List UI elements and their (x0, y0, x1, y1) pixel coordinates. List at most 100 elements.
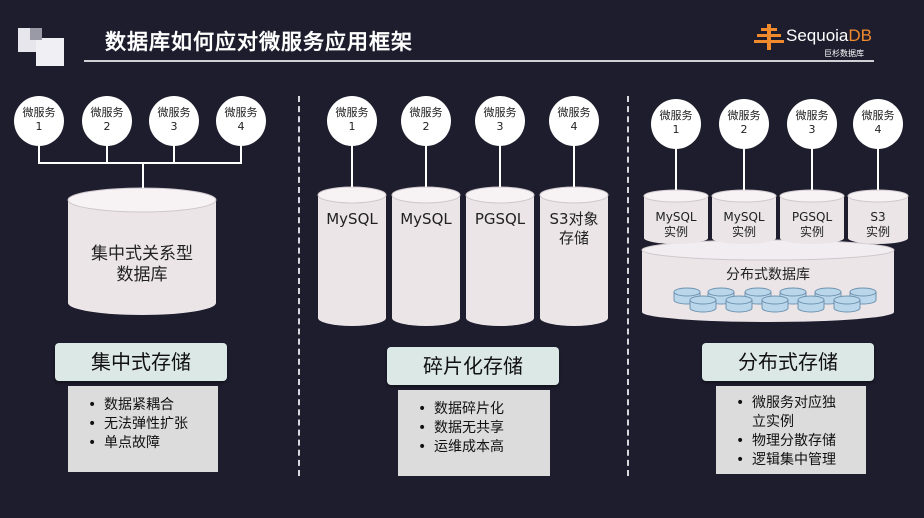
connector (38, 162, 242, 164)
central-db-label: 集中式关系型 数据库 (68, 244, 216, 286)
node-label: 微服务 (483, 106, 517, 119)
instance-label-line2: 实例 (663, 225, 688, 239)
central-db-line2: 数据库 (116, 265, 168, 285)
connector (173, 145, 175, 163)
points-box: 数据碎片化 数据无共享 运维成本高 (398, 390, 550, 476)
sequoia-tree-icon (754, 24, 784, 50)
node-number: 3 (808, 123, 816, 136)
node-label: 微服务 (557, 106, 591, 119)
page-title: 数据库如何应对微服务应用框架 (105, 30, 413, 54)
instance-label-line2: 实例 (731, 225, 756, 239)
shard-label-line1: MySQL (400, 210, 452, 228)
connector (106, 145, 108, 163)
connector (142, 162, 144, 188)
instance-cylinders (643, 189, 909, 244)
connector (38, 145, 40, 163)
node-number: 3 (496, 120, 504, 133)
node-number: 1 (35, 120, 43, 133)
node-number: 2 (422, 120, 430, 133)
shard-label-line2: 存储 (558, 229, 589, 247)
node-number: 4 (237, 120, 245, 133)
shard-label-line1: MySQL (326, 210, 378, 228)
instance-label-line2: 实例 (865, 225, 890, 239)
shard-label-line1: S3对象 (549, 210, 599, 228)
column-divider-1 (298, 96, 300, 476)
connector (743, 148, 745, 190)
point-item: 数据碎片化 (418, 400, 550, 419)
instance-label-line1: S3 (870, 210, 886, 224)
logo-square-3 (30, 28, 42, 40)
brand-subtitle: 巨杉数据库 (824, 49, 864, 58)
connector (240, 145, 242, 163)
brand-name-part2: DB (848, 26, 873, 45)
node-label: 微服务 (157, 106, 191, 119)
connector (675, 148, 677, 190)
brand-name-part1: Sequoia (786, 26, 849, 45)
node-label: 微服务 (409, 106, 443, 119)
node-label: 微服务 (22, 106, 56, 119)
point-item: 物理分散存储 (736, 432, 866, 451)
instance-label-line2: 实例 (799, 225, 824, 239)
points-box: 微服务对应独 立实例 物理分散存储 逻辑集中管理 (716, 386, 866, 474)
node-label: 微服务 (795, 109, 829, 122)
central-db-line1: 集中式关系型 (91, 244, 193, 264)
connector (499, 145, 501, 187)
connector (573, 145, 575, 187)
storage-type-tag: 集中式存储 (55, 343, 227, 381)
node-number: 1 (672, 123, 680, 136)
instance-label-line1: MySQL (655, 210, 697, 224)
connector (351, 145, 353, 187)
connector (877, 148, 879, 190)
shard-label-line1: PGSQL (474, 210, 526, 228)
instance-label-line1: PGSQL (791, 210, 833, 224)
node-number: 2 (740, 123, 748, 136)
node-label: 微服务 (90, 106, 124, 119)
point-item: 数据无共享 (418, 419, 550, 438)
node-label: 微服务 (861, 109, 895, 122)
node-label: 微服务 (224, 106, 258, 119)
node-number: 2 (103, 120, 111, 133)
instance-label-line1: MySQL (723, 210, 765, 224)
connector (425, 145, 427, 187)
point-item: 单点故障 (88, 434, 218, 453)
points-box: 数据紧耦合 无法弹性扩张 单点故障 (68, 386, 218, 472)
node-number: 4 (570, 120, 578, 133)
shard-label: MySQL (318, 210, 386, 229)
node-label: 微服务 (727, 109, 761, 122)
node-label: 微服务 (335, 106, 369, 119)
point-continuation-text: 立实例 (752, 414, 794, 430)
node-number: 1 (348, 120, 356, 133)
point-item: 无法弹性扩张 (88, 415, 218, 434)
point-item-continuation: 立实例 (752, 413, 866, 432)
storage-disks (673, 287, 877, 313)
column-divider-2 (627, 96, 629, 476)
shard-cylinders (317, 186, 609, 326)
central-db-cylinder (67, 187, 217, 315)
shard-label: MySQL (392, 210, 460, 229)
storage-type-tag: 分布式存储 (702, 343, 874, 381)
connector (811, 148, 813, 190)
node-number: 3 (170, 120, 178, 133)
shard-label: PGSQL (466, 210, 534, 229)
brand-name: SequoiaDB (786, 26, 872, 46)
title-rule (84, 60, 874, 62)
shard-label: S3对象存储 (540, 210, 608, 248)
point-item: 运维成本高 (418, 438, 550, 457)
node-number: 4 (874, 123, 882, 136)
